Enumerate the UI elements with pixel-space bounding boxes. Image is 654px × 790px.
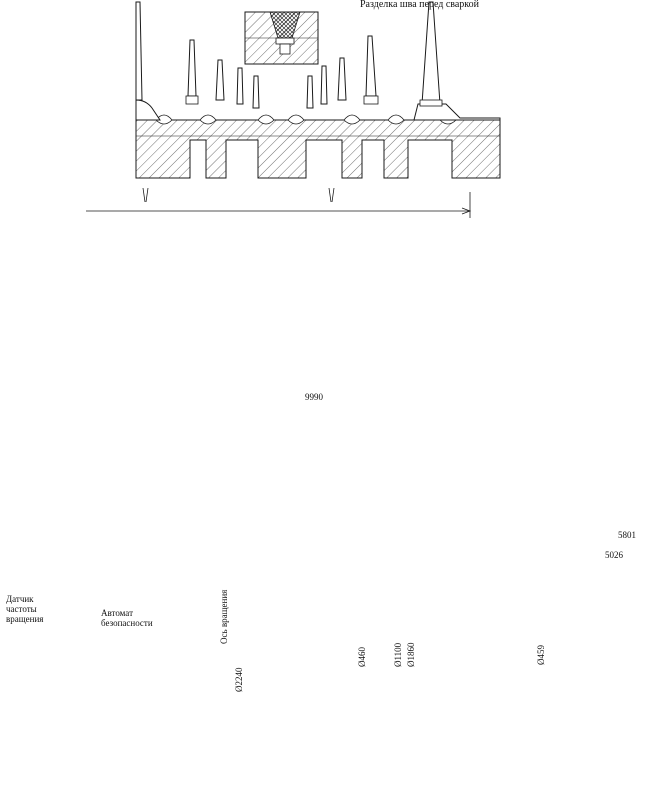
blade-shrouds — [185, 95, 443, 107]
blade-last-stage — [421, 1, 441, 105]
safety-automat-label: Автомат безопасности — [101, 608, 153, 628]
speed-sensor-label: Датчик частоты вращения — [6, 594, 44, 624]
blade-stage-4 — [236, 67, 244, 105]
dimension-5801: 5801 — [618, 530, 636, 540]
diameter-460: Ø460 — [357, 647, 367, 667]
blade-stage-9 — [365, 35, 377, 97]
diameter-459: Ø459 — [536, 645, 546, 665]
turbine-blades — [135, 1, 441, 109]
rotor-body — [135, 119, 501, 179]
diameter-1860: Ø1860 — [406, 642, 416, 668]
blade-stage-6 — [306, 75, 314, 109]
overall-length-dimension: 9990 — [305, 392, 323, 402]
diameter-1100: Ø1100 — [393, 642, 403, 667]
weld-preparation-inset — [244, 11, 319, 65]
blade-stage-8 — [337, 57, 347, 101]
blade-stage-2 — [187, 39, 197, 97]
length-dimension-line — [86, 187, 472, 218]
blade-stage-7 — [320, 65, 328, 105]
diameter-2240: Ø2240 — [234, 667, 244, 693]
weld-preparation-caption: Разделка шва перед сваркой — [360, 0, 480, 10]
blade-stage-3 — [215, 59, 225, 101]
blade-stage-5 — [252, 75, 260, 109]
rotor-axis-label: Ось вращения — [219, 589, 229, 644]
dimension-5026: 5026 — [605, 550, 623, 560]
blade-first-stage — [135, 1, 143, 101]
